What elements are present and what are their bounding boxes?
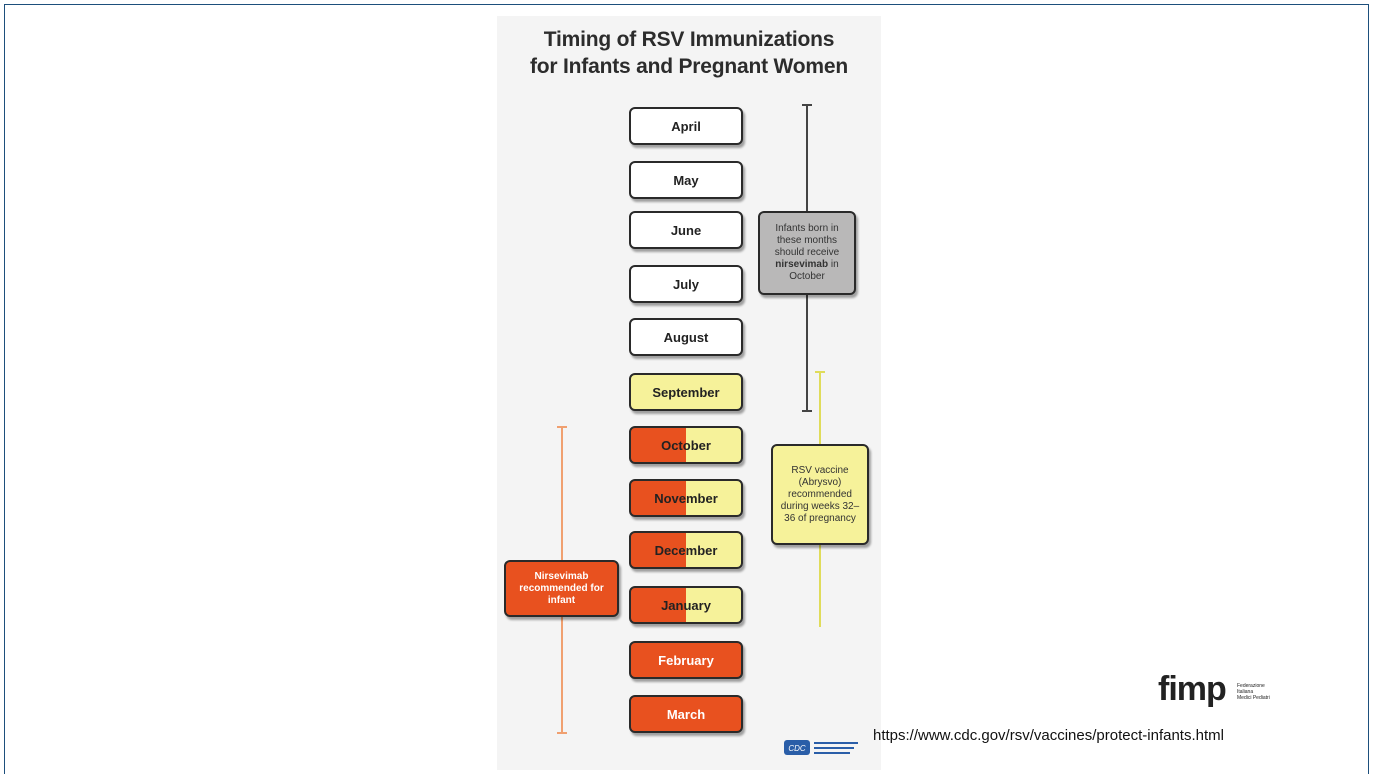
fimp-sub-line-3: Medici Pediatri [1237, 695, 1270, 701]
yellow-range-cap-top [815, 371, 825, 373]
title-line-2: for Infants and Pregnant Women [530, 55, 848, 78]
title-line-1: Timing of RSV Immunizations [543, 28, 835, 51]
month-march: March [629, 695, 743, 733]
callout-gray-text-post: in October [789, 259, 839, 282]
month-august: August [629, 318, 743, 356]
month-november: November [629, 479, 743, 517]
month-june: June [629, 211, 743, 249]
cdc-logo-icon: CDC [784, 740, 858, 755]
fimp-sub-line-1: Federazione [1237, 683, 1265, 689]
month-february: February [629, 641, 743, 679]
month-september: September [629, 373, 743, 411]
fimp-logo-word: fimp [1158, 670, 1227, 708]
callout-gray-text-bold: nirsevimab [775, 259, 829, 270]
callout-infants-born: Infants born in these months should rece… [758, 211, 856, 295]
gray-range-cap-top [802, 104, 812, 106]
gray-range-cap-bottom [802, 410, 812, 412]
month-october: October [629, 426, 743, 464]
callout-nirsevimab-infant: Nirsevimab recommended for infant [504, 560, 619, 617]
orange-range-cap-bottom [557, 732, 567, 734]
month-april: April [629, 107, 743, 145]
callout-rsv-vaccine: RSV vaccine (Abrysvo) recommended during… [771, 444, 869, 545]
slide-frame [4, 4, 1369, 774]
month-may: May [629, 161, 743, 199]
orange-range-cap-top [557, 426, 567, 428]
month-december: December [629, 531, 743, 569]
source-url[interactable]: https://www.cdc.gov/rsv/vaccines/protect… [873, 727, 1224, 744]
svg-text:CDC: CDC [788, 744, 806, 753]
fimp-logo-subtitle: Federazione Italiana Medici Pediatri [1237, 683, 1270, 701]
month-january: January [629, 586, 743, 624]
callout-gray-text-pre: Infants born in these months should rece… [774, 223, 840, 258]
infographic-title: Timing of RSV Immunizations for Infants … [497, 26, 881, 80]
month-july: July [629, 265, 743, 303]
fimp-logo: fimp Federazione Italiana Medici Pediatr… [1158, 670, 1284, 714]
fimp-sub-line-2: Italiana [1237, 689, 1254, 695]
